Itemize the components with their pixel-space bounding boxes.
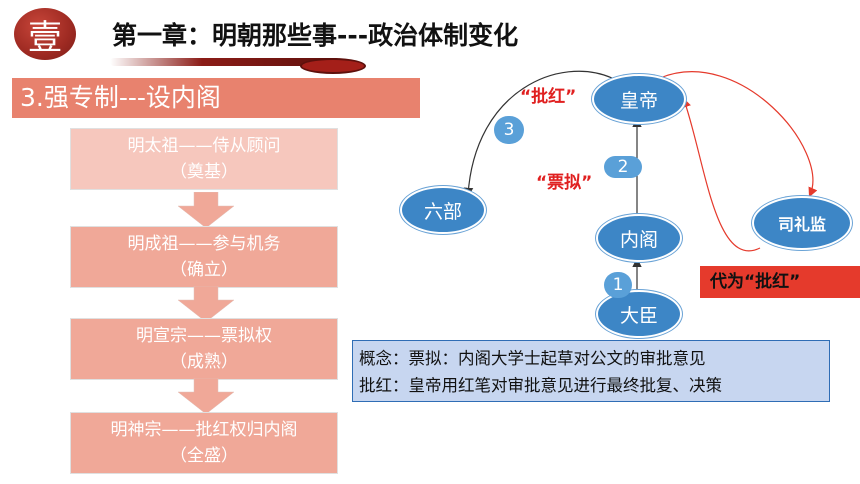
edge-eunuch-emperor [681, 97, 761, 252]
flow-arrow-2 [177, 286, 235, 322]
flow-step-4-title: 明神宗——批红权归内阁 [110, 420, 298, 440]
step-badge-2: 2 [604, 156, 642, 178]
node-emperor: 皇帝 [592, 74, 686, 124]
node-eunuch-directorate: 司礼监 [752, 196, 852, 250]
flow-arrow-3 [177, 378, 235, 414]
flow-step-4-stage: （全盛） [170, 446, 238, 466]
step-badge-3: 3 [494, 116, 524, 144]
flow-step-2-title: 明成祖——参与机务 [127, 234, 281, 254]
concept-definition-box: 概念：票拟：内阁大学士起草对公文的审批意见 批红：皇帝用红笔对审批意见进行最终批… [352, 340, 830, 402]
flow-step-2-stage: （确立） [170, 260, 238, 280]
flow-step-3: 明宣宗——票拟权 （成熟） [70, 318, 338, 380]
flow-step-1: 明太祖——侍从顾问 （奠基） [70, 128, 338, 190]
node-cabinet: 内阁 [596, 214, 682, 262]
flow-step-1-stage: （奠基） [170, 162, 238, 182]
flow-step-3-stage: （成熟） [170, 352, 238, 372]
edge-emperor-eunuch [659, 71, 818, 198]
label-piaoni: “票拟” [536, 173, 593, 193]
proxy-pihong-label: 代为“批红” [700, 266, 860, 298]
edge-emperor-ministries [463, 70, 613, 198]
flow-step-2: 明成祖——参与机务 （确立） [70, 226, 338, 288]
label-pihong: “批红” [520, 87, 577, 107]
title-underline [110, 58, 340, 66]
flow-step-3-title: 明宣宗——票拟权 [136, 326, 272, 346]
flow-step-1-title: 明太祖——侍从顾问 [127, 136, 281, 156]
concept-line-pihong: 批红：皇帝用红笔对审批意见进行最终批复、决策 [359, 376, 722, 395]
step-badge-1: 1 [604, 272, 632, 298]
flow-step-4: 明神宗——批红权归内阁 （全盛） [70, 412, 338, 474]
section-heading: 3.强专制---设内阁 [12, 78, 420, 118]
chapter-title: 第一章：明朝那些事---政治体制变化 [112, 21, 519, 50]
flow-arrow-1 [177, 192, 235, 228]
node-minister: 大臣 [596, 290, 682, 338]
title-underline-ornament [300, 58, 366, 74]
concept-line-piaoni: 概念：票拟：内阁大学士起草对公文的审批意见 [359, 349, 706, 368]
chapter-seal: 壹 [14, 8, 76, 60]
node-six-ministries: 六部 [400, 186, 486, 234]
